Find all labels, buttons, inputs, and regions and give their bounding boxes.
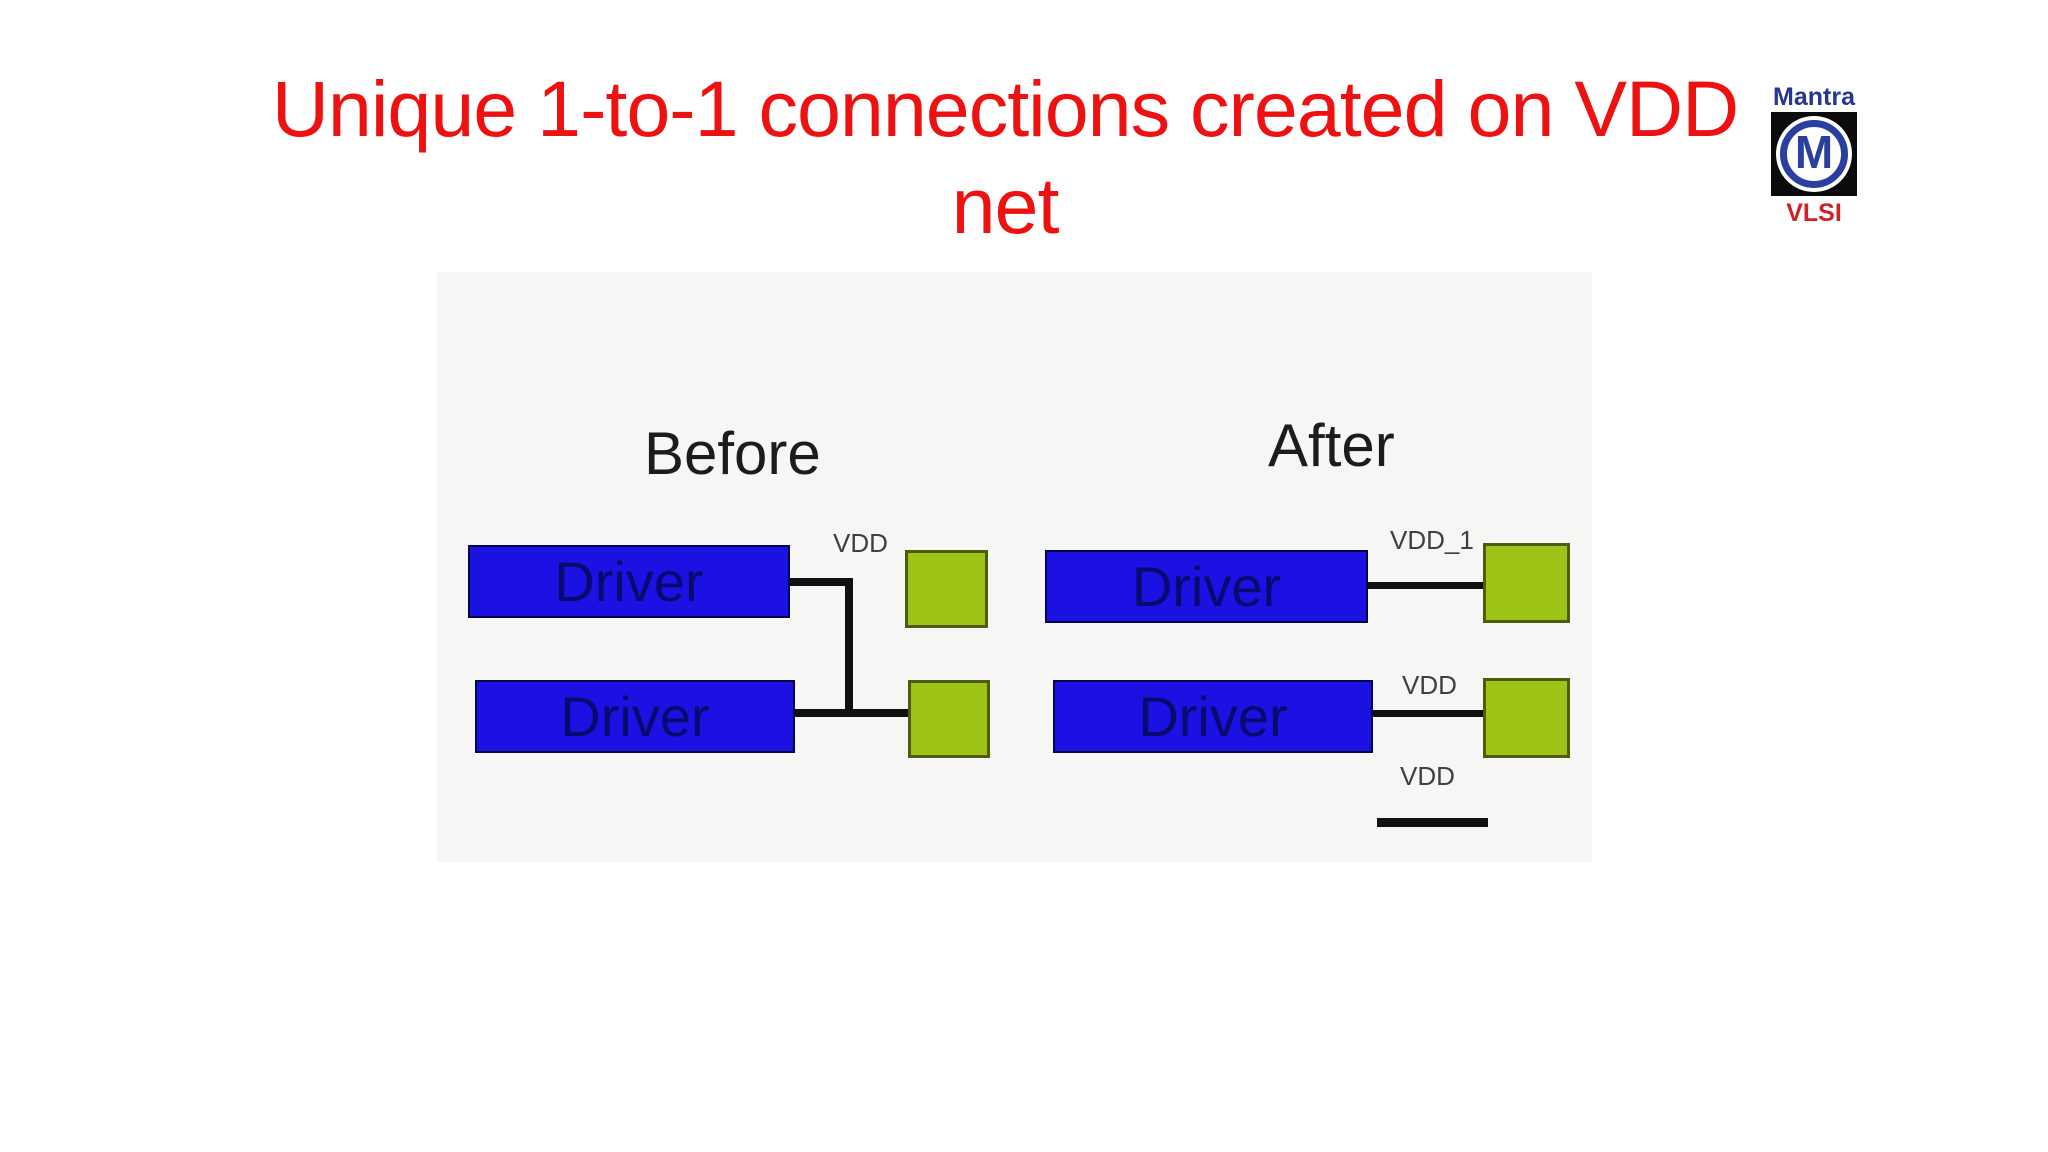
- after-driver-1: Driver: [1045, 550, 1368, 623]
- logo-square: M: [1771, 112, 1857, 196]
- before-heading: Before: [644, 420, 821, 487]
- before-vdd-wire-bottom: [795, 709, 908, 717]
- before-vdd-net-label: VDD: [833, 528, 888, 558]
- after-heading: After: [1268, 412, 1395, 479]
- before-load-1: [905, 550, 988, 628]
- before-load-2: [908, 680, 990, 758]
- after-load-1: [1483, 543, 1570, 623]
- slide-title-line1: Unique 1-to-1 connections created on VDD: [271, 64, 1739, 153]
- before-vdd-wire-stub: [790, 578, 852, 586]
- after-vdd-wire: [1373, 710, 1483, 717]
- logo-vlsi-text: VLSI: [1786, 199, 1842, 227]
- mantra-vlsi-logo: Mantra M VLSI: [1768, 84, 1860, 226]
- after-vdd1-wire: [1368, 582, 1483, 589]
- after-vdd-net-label: VDD: [1402, 670, 1457, 700]
- logo-ring: M: [1780, 120, 1848, 188]
- after-load-2: [1483, 678, 1570, 758]
- logo-brand-text: Mantra: [1773, 83, 1855, 111]
- before-vdd-wire-vertical: [845, 578, 853, 717]
- before-driver-2: Driver: [475, 680, 795, 753]
- after-driver-2: Driver: [1053, 680, 1373, 753]
- after-floating-vdd-wire: [1377, 818, 1488, 827]
- after-vdd1-net-label: VDD_1: [1390, 525, 1474, 555]
- logo-monogram-icon: M: [1794, 126, 1834, 178]
- after-floating-vdd-net-label: VDD: [1400, 761, 1455, 791]
- before-driver-1: Driver: [468, 545, 790, 618]
- slide-title: Unique 1-to-1 connections created on VDD…: [0, 60, 2010, 254]
- logo-circle: M: [1776, 116, 1852, 192]
- slide-title-line2: net: [951, 161, 1060, 250]
